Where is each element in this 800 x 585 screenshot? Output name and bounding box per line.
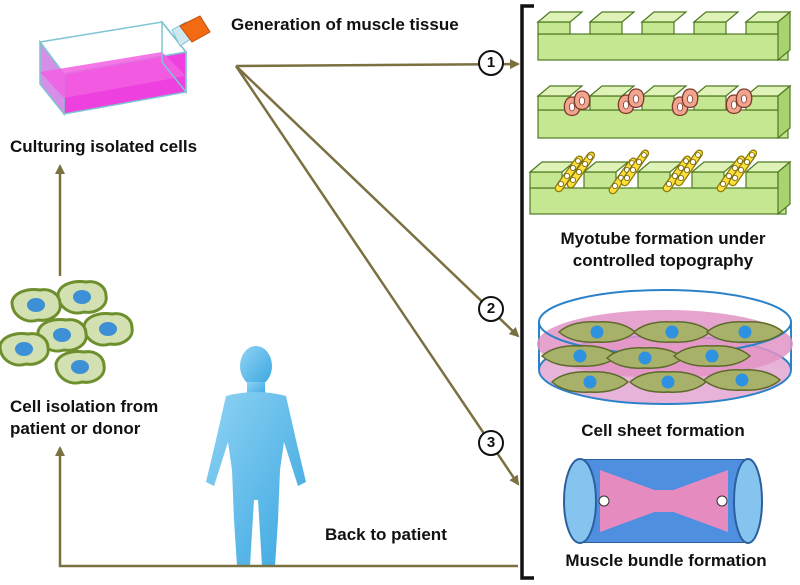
scaffold-with-cells (536, 84, 792, 140)
isolated-cells (0, 280, 134, 385)
myotube-label-line1: Myotube formation under (560, 229, 766, 248)
right-bracket (520, 4, 534, 580)
muscle-bundle-device (563, 458, 763, 544)
muscle-bundle-label: Muscle bundle formation (565, 551, 767, 570)
isolation-label-line1: Cell isolation from (10, 397, 159, 416)
flow-arrows (55, 59, 520, 568)
culture-flask (38, 15, 211, 117)
step-number-3: 3 (478, 430, 504, 456)
step-number-2: 2 (478, 296, 504, 322)
isolation-label-line2: patient or donor (10, 419, 141, 438)
cell-sheet-label: Cell sheet formation (581, 421, 745, 440)
culturing-label: Culturing isolated cells (10, 137, 198, 156)
cell-sheet-dish (537, 289, 793, 405)
myotube-label-line2: controlled topography (572, 251, 754, 270)
topography-scaffold (536, 10, 792, 62)
diagram-title: Generation of muscle tissue (231, 15, 459, 34)
human-silhouette (206, 346, 306, 566)
scaffold-with-myotubes (528, 149, 792, 216)
back-to-patient-label: Back to patient (325, 525, 447, 544)
step-number-1: 1 (478, 50, 504, 76)
